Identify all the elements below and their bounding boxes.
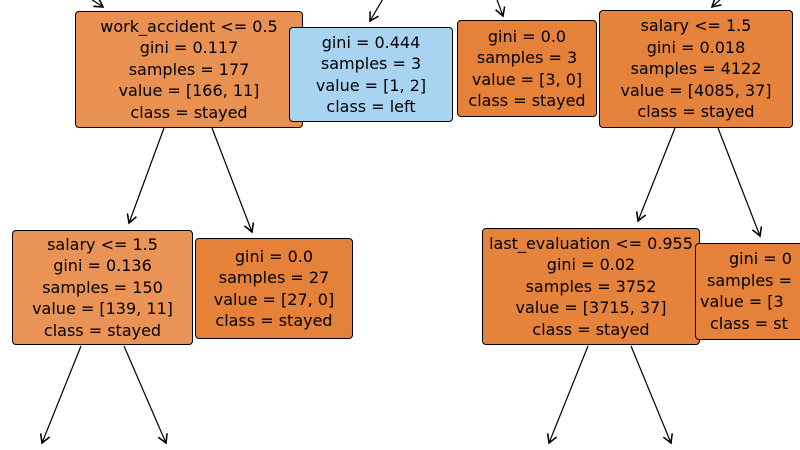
tree-node-salary-split-left: salary <= 1.5 gini = 0.136 samples = 150… (12, 230, 193, 345)
tree-node-work-accident-split: work_accident <= 0.5 gini = 0.117 sample… (75, 11, 303, 128)
node-value: value = [27, 0] (213, 289, 335, 309)
node-value: value = [3715, 37] (515, 298, 667, 318)
edge-work-accident-to-leaf-27 (211, 127, 255, 234)
node-class: class = stayed (215, 311, 333, 330)
node-class: class = stayed (532, 319, 650, 339)
edge-parent-to-leaf-stayed-3 (495, 0, 506, 18)
node-samples: samples = 150 (42, 277, 163, 297)
node-split-condition: last_evaluation <= 0.955 (489, 233, 693, 253)
node-class: class = stayed (130, 102, 248, 122)
node-split-condition: salary <= 1.5 (47, 234, 158, 254)
edge-parent-to-salary-right (710, 0, 722, 9)
edge-salary-left-to-offscreen-2 (123, 345, 168, 445)
node-samples: samples = 27 (218, 268, 330, 287)
node-split-condition: work_accident <= 0.5 (100, 16, 278, 36)
tree-node-leaf-left: gini = 0.444 samples = 3 value = [1, 2] … (289, 27, 453, 122)
tree-node-leaf-stayed-3: gini = 0.0 samples = 3 value = [3, 0] cl… (457, 20, 597, 117)
tree-node-leaf-stayed-27: gini = 0.0 samples = 27 value = [27, 0] … (195, 238, 353, 339)
edge-last-eval-to-offscreen-2 (630, 345, 674, 445)
edge-salary-right-to-last-eval (635, 127, 676, 223)
node-value: value = [3 (700, 292, 784, 311)
edge-work-accident-to-salary-left (126, 127, 165, 225)
tree-node-salary-split-right: salary <= 1.5 gini = 0.018 samples = 412… (599, 10, 793, 128)
edge-parent-to-leaf-left (369, 0, 383, 23)
node-samples: samples = 3 (476, 48, 578, 67)
edge-parent-to-work-accident (91, 0, 105, 8)
edge-last-eval-to-offscreen-1 (546, 345, 589, 445)
node-class: class = stayed (468, 91, 586, 110)
node-gini: gini = 0.136 (53, 256, 152, 276)
node-class: class = stayed (43, 320, 162, 340)
node-samples: samples = 4122 (630, 59, 762, 79)
edge-salary-left-to-offscreen-1 (39, 345, 82, 445)
node-samples: samples = 3 (320, 54, 422, 73)
node-value: value = [4085, 37] (620, 80, 772, 100)
edge-salary-right-to-clipped (717, 127, 763, 238)
node-value: value = [139, 11] (32, 299, 173, 319)
node-gini: gini = 0.0 (234, 246, 314, 266)
node-class: class = st (710, 314, 788, 333)
node-value: value = [166, 11] (118, 81, 260, 101)
node-gini: gini = 0.02 (546, 255, 636, 275)
node-split-condition: salary <= 1.5 (640, 16, 752, 36)
tree-node-clipped-right: gini = 0 samples = value = [3 class = st (695, 243, 800, 340)
node-gini: gini = 0 (729, 249, 792, 268)
node-gini: gini = 0.018 (646, 37, 746, 57)
node-class: class = stayed (637, 102, 755, 122)
tree-node-last-evaluation-split: last_evaluation <= 0.955 gini = 0.02 sam… (482, 228, 700, 345)
node-class: class = left (326, 97, 416, 116)
node-gini: gini = 0.0 (487, 26, 567, 46)
node-gini: gini = 0.444 (321, 32, 421, 52)
node-samples: samples = (707, 271, 792, 290)
node-samples: samples = 177 (128, 59, 250, 79)
node-gini: gini = 0.117 (139, 38, 239, 58)
node-value: value = [3, 0] (471, 69, 583, 89)
node-value: value = [1, 2] (315, 75, 427, 95)
node-samples: samples = 3752 (525, 276, 657, 296)
